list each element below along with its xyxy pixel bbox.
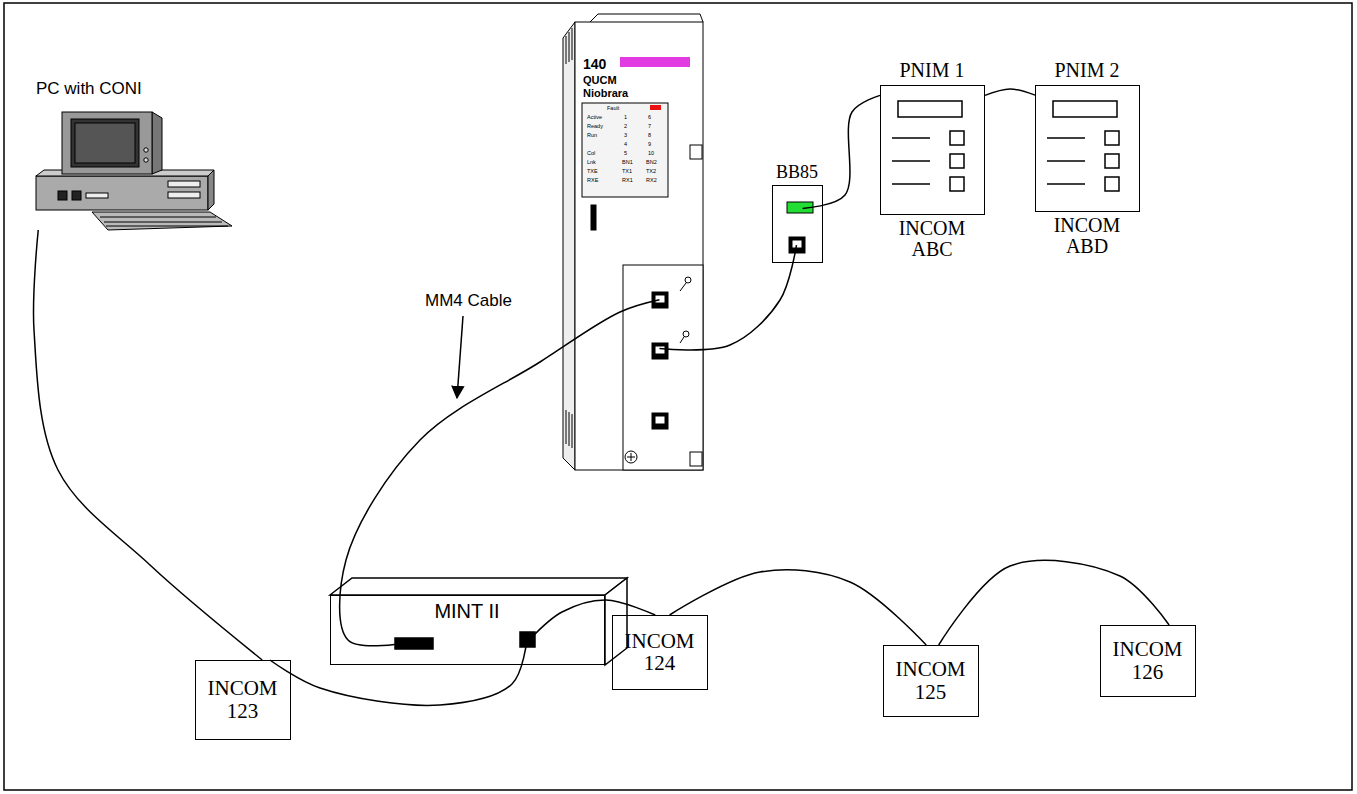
mint-box: MINT II <box>330 595 605 665</box>
indicator-label: 8 <box>648 133 651 139</box>
indicator-label: 2 <box>624 124 627 130</box>
pc-computer: PC with CONI <box>28 110 233 230</box>
indicator-label: Ready <box>587 124 603 130</box>
computer-illustration <box>36 112 232 230</box>
node-label: BB85 <box>776 163 818 182</box>
indicator-label: 7 <box>648 124 651 130</box>
pnim-illustration <box>892 101 1119 191</box>
incom-box: INCOM 126 <box>1100 625 1196 697</box>
cable <box>270 640 527 706</box>
cable-label: MM4 Cable <box>425 292 512 309</box>
incom-box: INCOM 124 <box>612 615 708 690</box>
cable <box>670 570 927 645</box>
indicator-label: BN2 <box>646 160 657 166</box>
indicator-label: 4 <box>624 142 627 148</box>
cable <box>985 89 1035 95</box>
indicator-label: 10 <box>648 151 654 157</box>
cable <box>939 560 1169 645</box>
indicator-label: TX1 <box>622 169 632 175</box>
plc-module-illustration <box>563 14 703 470</box>
bb85-illustration <box>787 202 813 253</box>
node-label: INCOM ABD <box>1042 215 1132 257</box>
node-label: MINT II <box>434 601 499 622</box>
indicator-label: RXE <box>587 178 598 184</box>
pnim-box: PNIM 1INCOM ABC <box>880 85 985 215</box>
incom-box: INCOM 125 <box>883 645 979 717</box>
node-label: PNIM 1 <box>899 60 964 81</box>
node-label: INCOM ABC <box>887 218 977 260</box>
indicator-label: BN1 <box>622 160 633 166</box>
node-label: INCOM 123 <box>201 677 285 721</box>
node-label: INCOM 126 <box>1106 638 1190 682</box>
indicator-label: 3 <box>624 133 627 139</box>
indicator-label: Fault <box>607 106 619 112</box>
node-label: QUCM <box>583 75 617 87</box>
cable <box>803 95 880 208</box>
node-label: PNIM 2 <box>1054 60 1119 81</box>
mint-illustration <box>330 578 627 665</box>
plc-module: 140QUCMNiobrara <box>575 22 703 470</box>
bb85-box: BB85 <box>772 185 823 263</box>
frame <box>4 3 1352 790</box>
indicator-label: RX2 <box>646 178 657 184</box>
leader-arrow <box>457 316 463 398</box>
indicator-label: TX2 <box>646 169 656 175</box>
indicator-label: 6 <box>648 115 651 121</box>
indicator-label: Run <box>587 133 597 139</box>
node-label: INCOM 125 <box>889 658 973 702</box>
indicator-label: RX1 <box>622 178 633 184</box>
indicator-label: TXE <box>587 169 598 175</box>
node-label: PC with CONI <box>36 80 142 98</box>
node-label: 140 <box>583 57 606 72</box>
node-label: INCOM 124 <box>618 630 702 674</box>
indicator-label: 9 <box>648 142 651 148</box>
indicator-label: 5 <box>624 151 627 157</box>
indicator-label: Col <box>587 151 595 157</box>
pnim-box: PNIM 2INCOM ABD <box>1035 85 1140 212</box>
node-label: Niobrara <box>583 88 628 100</box>
cable <box>340 300 660 646</box>
indicator-label: 1 <box>624 115 627 121</box>
indicator-label: Active <box>587 115 602 121</box>
incom-box: INCOM 123 <box>195 660 291 740</box>
cable <box>34 230 263 660</box>
cable <box>659 245 796 350</box>
indicator-label: Lnk <box>587 160 596 166</box>
